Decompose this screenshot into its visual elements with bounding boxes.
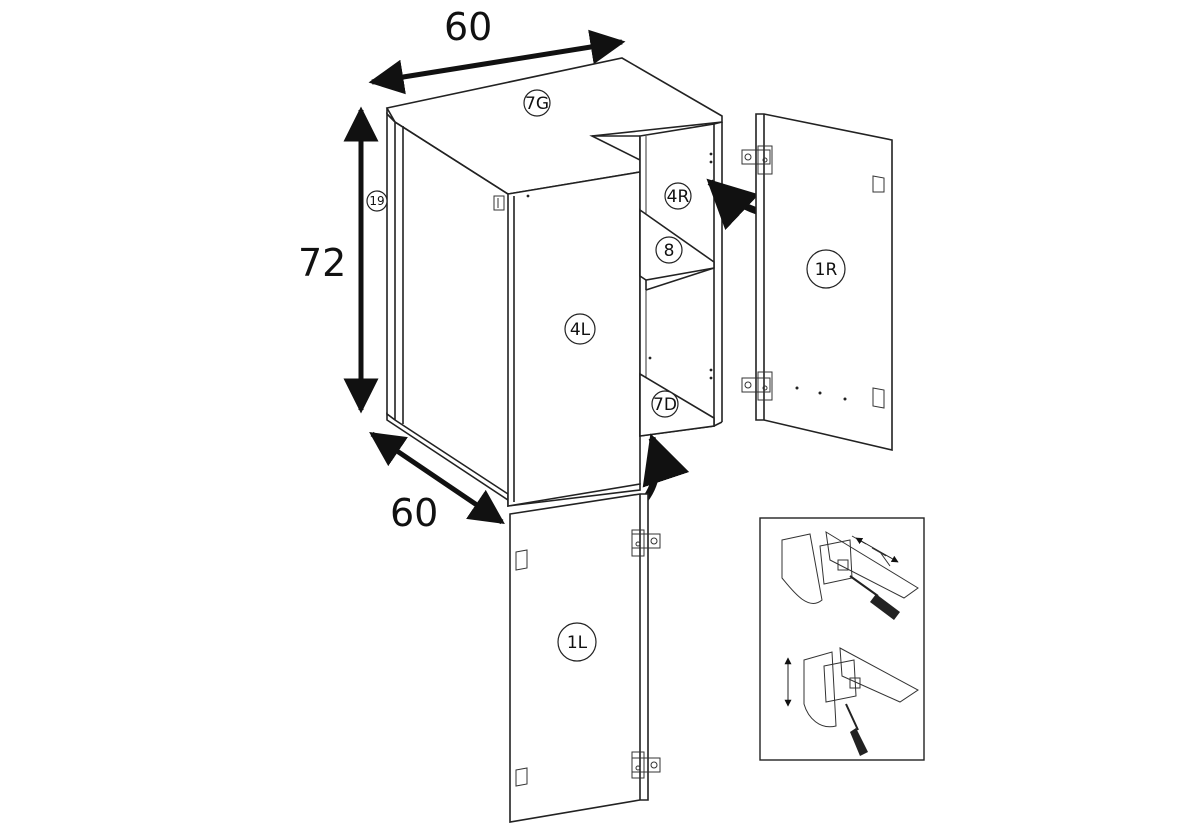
- part-label-7D: 7D: [651, 390, 679, 418]
- hinge-icon: [741, 371, 773, 401]
- dimension-width-top: 60: [368, 5, 626, 95]
- hinge-icon: [493, 195, 505, 211]
- screwdriver-icon: [849, 575, 900, 620]
- left-door: 1L: [509, 493, 661, 823]
- svg-text:7D: 7D: [653, 395, 677, 415]
- part-label-4L: 4L: [564, 313, 596, 345]
- dimension-height: 72: [298, 106, 379, 414]
- svg-text:7G: 7G: [525, 94, 549, 114]
- hinge-icon: [631, 751, 661, 779]
- part-label-4R: 4R: [664, 182, 692, 210]
- svg-text:1R: 1R: [815, 260, 838, 280]
- part-label-1L: 1L: [557, 622, 597, 662]
- svg-text:4L: 4L: [570, 320, 591, 340]
- svg-text:1L: 1L: [567, 633, 588, 653]
- part-label-8: 8: [655, 236, 683, 264]
- cabinet-carcass: [385, 57, 723, 507]
- double-arrow-icon: [855, 537, 899, 563]
- dimension-depth-bottom: 60: [369, 431, 505, 535]
- part-label-7G: 7G: [523, 89, 551, 117]
- part-label-1R: 1R: [806, 249, 846, 289]
- svg-text:19: 19: [369, 194, 384, 208]
- hinge-icon: [741, 145, 773, 175]
- part-label-19: 19: [366, 190, 388, 212]
- hinge-icon: [631, 529, 661, 557]
- hinge-adjust-vertical: [784, 647, 919, 756]
- dimension-label: 60: [390, 491, 438, 535]
- double-arrow-icon: [369, 431, 505, 525]
- svg-text:4R: 4R: [667, 187, 690, 207]
- hinge-adjust-horizontal: [781, 531, 919, 620]
- dimension-label: 60: [444, 5, 492, 49]
- hinge-adjustment-inset: [759, 517, 925, 761]
- dimension-label: 72: [298, 241, 346, 285]
- svg-text:8: 8: [664, 241, 675, 261]
- screwdriver-icon: [845, 703, 868, 756]
- double-arrow-icon: [368, 29, 626, 95]
- right-door: 1R: [741, 113, 893, 452]
